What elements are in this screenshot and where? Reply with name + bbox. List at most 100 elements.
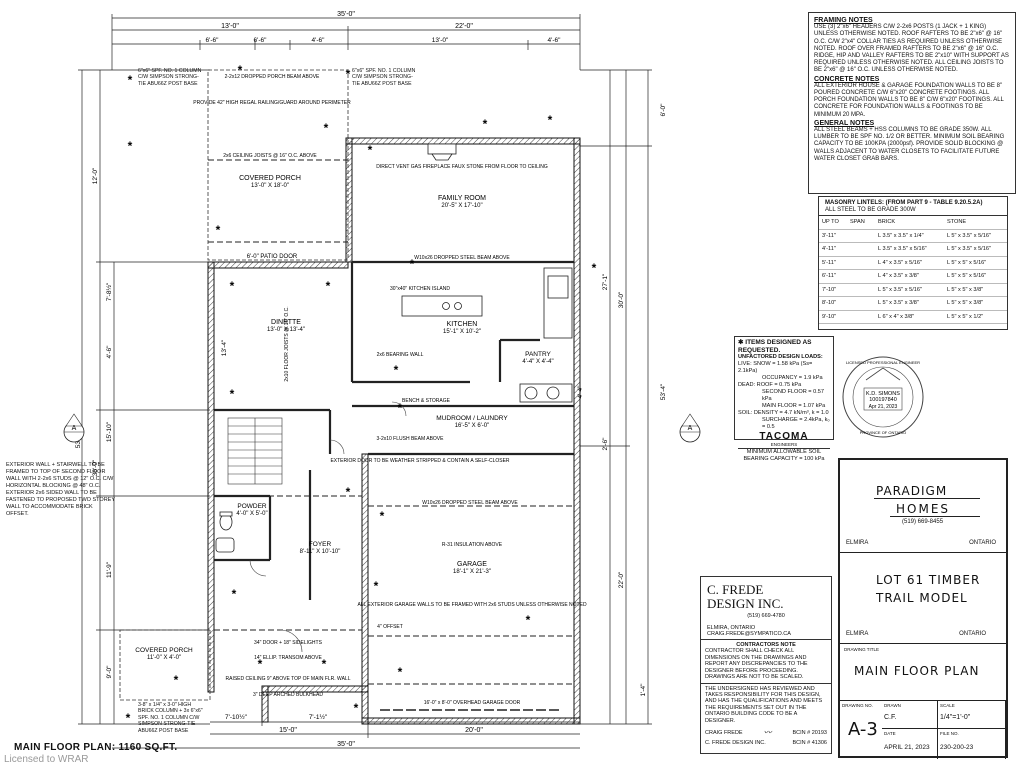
span-cell: 4'-11" [819,242,875,257]
room-size-pantry: 4'-4" X 4'-4" [522,359,553,365]
drawing-no-label: DRAWING NO. [842,703,873,708]
label-bulkhead: RAISED CEILING 9" ABOVE TOP OF MAIN FLR.… [226,676,351,682]
dim-left-9: 9'-0" [106,665,113,679]
design-loads-panel: ✱ ITEMS DESIGNED AS REQUESTED. UNFACTORE… [734,336,834,462]
dim-right-4: 2'-6" [602,437,609,451]
svg-text:*: * [526,613,531,627]
dim-right-8: 1'-4" [640,683,647,697]
svg-text:*: * [483,117,488,131]
annotations: 2-2x12 DROPPED PORCH BEAM ABOVE 2x6 CEIL… [223,74,587,706]
drawing-title: MAIN FLOOR PLAN [854,664,980,678]
room-name-family: FAMILY ROOM [438,195,486,202]
brick-cell: L 4" x 3.5" x 3/8" [875,269,944,284]
watermark: Licensed to WRAR [4,754,89,765]
room-size-garage: 18'-1" X 21'-3" [453,569,491,575]
column-note-tr: 6"x6" SPF. NO. 1 COLUMN C/W SIMPSON STRO… [352,68,416,87]
signature-icon: 〰 [763,727,772,737]
asterisk-note: ITEMS DESIGNED AS REQUESTED. [738,339,812,354]
room-size-porch: 13'-0" X 18'-0" [251,183,289,189]
section-letter-right: A [688,425,693,432]
interior-walls [214,260,574,600]
brick-cell: L 3.5" x 3.5" x 1/4" [875,229,944,243]
label-fireplace: DIRECT VENT GAS FIREPLACE FAUX STONE FRO… [376,164,548,170]
date-value: APRIL 21, 2023 [884,744,930,751]
dim-top-seg-3: 4'-6" [312,37,326,44]
date-label: DATE [884,731,896,736]
brick-cell: L 5" x 3.5" x 3/8" [875,296,944,311]
label-bench: BENCH & STORAGE [402,398,451,404]
dim-right-2: 27'-1" [602,273,609,290]
seal-name: K.D. SIMONS [866,391,900,397]
masonry-lintels-table: MASONRY LINTELS: (FROM PART 9 - TABLE 9.… [818,196,1008,330]
client-name: PARADIGM [876,484,948,498]
masonry-header-cell: SPAN [847,216,875,230]
dim-bottom-overall: 35'-0" [337,741,355,748]
framing-notes: USE (3) 2"x6" HEADERS C/W 2-2x6 POSTS (1… [814,24,1009,74]
right-dimensions [580,69,652,725]
dim-left-3: 4'-6" [106,345,113,359]
label-ceiling-joists-porch: 2x6 CEILING JOISTS @ 16" O.C. ABOVE [223,153,317,159]
client-province: ONTARIO [969,540,996,546]
bcin-1: BCIN # 20193 [792,729,827,736]
dim-bottom-seg-1: 7'-10½" [225,713,248,721]
svg-text:*: * [322,657,327,671]
load-dead-1: DEAD: ROOF = 0.75 kPa [738,382,802,388]
dim-right-6: 22'-0" [618,571,625,588]
framing-notes-title: FRAMING NOTES [814,17,873,24]
label-garage-walls: ALL EXTERIOR GARAGE WALLS TO BE FRAMED W… [357,602,587,608]
masonry-subtitle: ALL STEEL TO BE GRADE 300W [819,206,1007,216]
signer-name: CRAIG FREDE [705,729,743,736]
table-row: 5'-11"L 4" x 3.5" x 5/16"L 5" x 5" x 5/1… [819,256,1007,270]
general-notes-title: GENERAL NOTES [814,119,875,127]
svg-text:*: * [394,363,399,377]
kitchen-fixtures [401,267,573,403]
room-size-dinette: 13'-0" X 13'-4" [267,327,305,333]
drawing-title-label: DRAWING TITLE [844,647,880,652]
table-row: 7'-10"L 5" x 3.5" x 5/16"L 5" x 5" x 3/8… [819,283,1007,297]
project-city: ELMIRA [846,631,869,637]
contractors-title: CONTRACTORS NOTE [736,642,796,648]
svg-text:*: * [230,387,235,401]
soil-bearing-note: MINIMUM ALLOWABLE SOIL BEARING CAPACITY … [738,448,830,462]
file-number: 230-200-23 [940,744,974,751]
dim-bottom-right: 20'-0" [465,727,483,734]
dim-top-left: 13'-0" [221,23,239,30]
room-size-front-porch: 11'-0" X 4'-0" [147,655,181,661]
room-size-family: 20'-5" X 17'-10" [441,203,482,209]
beam-lines [208,159,574,685]
svg-text:*: * [374,579,379,593]
svg-text:*: * [346,485,351,499]
dim-right-3: 30'-0" [618,291,625,308]
svg-text:*: * [128,139,133,153]
svg-text:*: * [398,401,403,415]
room-name-pantry: PANTRY [525,351,551,358]
label-railing: PROVIDE 42" HIGH REGAL RAILING/GUARD ARO… [193,100,351,106]
label-patio-door: 6'-0" PATIO DOOR [247,254,298,260]
exterior-walls [207,137,581,725]
top-dimensions [111,14,581,70]
label-front-door: 34" DOOR + 18" SIDELIGHTS [254,640,323,646]
dim-left-10: 38'-0" [92,459,99,476]
designer-phone: (519) 669-4780 [747,613,785,619]
svg-text:*: * [398,665,403,679]
section-letter-left: A [72,425,77,432]
client-city: ELMIRA [846,540,869,546]
table-row: 9'-10"L 6" x 4" x 3/8"L 5" x 5" x 1/2" [819,310,1007,324]
room-name-porch: COVERED PORCH [239,175,301,182]
designer-city: ELMIRA, ONTARIO [707,625,756,631]
svg-text:*: * [592,261,597,275]
label-transom: 14" ELLIP. TRANSOM ABOVE [254,655,322,661]
dim-top-right: 22'-0" [455,23,473,30]
svg-text:*: * [126,711,131,725]
contractors-note: CONTRACTOR SHALL CHECK ALL DIMENSIONS ON… [705,648,808,680]
table-row: 3'-11"L 3.5" x 3.5" x 1/4"L 5" x 3.5" x … [819,229,1007,243]
svg-text:*: * [258,657,263,671]
client-name-2: HOMES [896,502,951,516]
load-soil-1: SOIL: DENSITY = 4.7 kN/m³, k = 1.0 [738,410,829,416]
dim-left-8: 11'-9" [106,561,113,578]
brick-cell: L 5" x 3.5" x 5/16" [875,283,944,297]
scale-label: SCALE [940,703,955,708]
front-porch [119,629,211,701]
powder-fixtures [215,511,235,553]
